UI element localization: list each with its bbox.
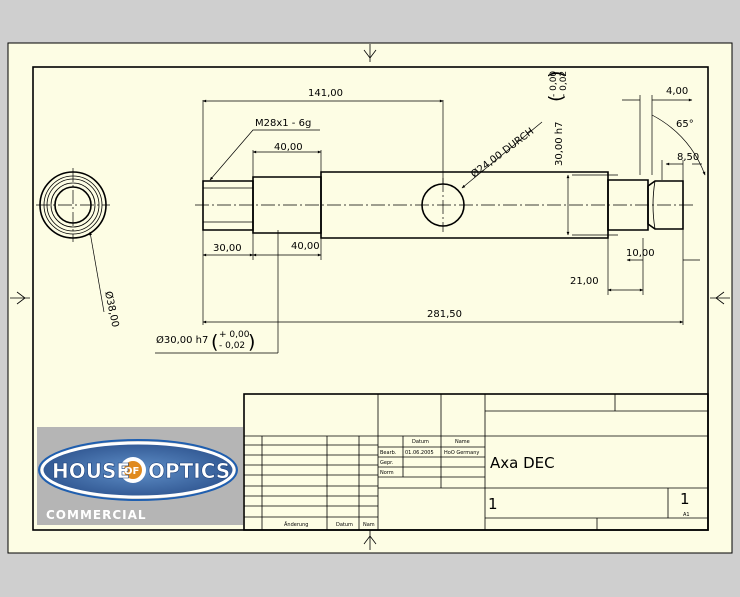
tb-footer-change: Änderung bbox=[284, 521, 308, 528]
dim-angle: 65° bbox=[676, 119, 694, 130]
dim-bottom-tol-upper: + 0,00 bbox=[219, 330, 250, 340]
logo-text-of: OF bbox=[124, 466, 139, 477]
logo-subtitle: COMMERCIAL bbox=[46, 508, 147, 522]
tb-drawing-number: 1 bbox=[488, 495, 498, 513]
dim-thread-length: 40,00 bbox=[274, 142, 303, 153]
logo-text-house: HOUSE bbox=[52, 459, 130, 483]
dim-shaft-tol-upper: - 0,00 bbox=[549, 71, 559, 97]
tb-bearb-name: HoO Germany bbox=[444, 450, 479, 456]
tb-bearb-date: 01.06.2005 bbox=[405, 450, 434, 456]
dim-left-30: 30,00 bbox=[213, 243, 242, 254]
dim-thread-spec: M28x1 - 6g bbox=[255, 118, 311, 129]
tb-col-name: Name bbox=[455, 439, 470, 445]
tb-sheet-small: A1 bbox=[683, 512, 690, 518]
dim-shaft-tol-lower: - 0,02 bbox=[559, 71, 569, 97]
tb-sheet: 1 bbox=[680, 490, 690, 508]
tb-col-datum: Datum bbox=[412, 439, 429, 445]
end-view bbox=[36, 168, 110, 313]
house-of-optics-logo: HOUSE OF OPTICS COMMERCIAL bbox=[37, 427, 243, 525]
tb-title: Axa DEC bbox=[490, 454, 555, 472]
dimension-lines bbox=[155, 100, 706, 354]
tb-row-bearb: Bearb. bbox=[380, 450, 397, 456]
tol-bracket-open-2: ( bbox=[211, 331, 218, 353]
dim-bottom-tol-lower: - 0,02 bbox=[219, 341, 245, 351]
title-block bbox=[243, 393, 709, 531]
tb-row-gepr: Gepr. bbox=[380, 460, 394, 466]
dim-step-40: 40,00 bbox=[291, 241, 320, 252]
tb-footer-name: Nam bbox=[363, 522, 375, 528]
tb-row-norm: Norm bbox=[380, 470, 394, 476]
dim-8-5: 8,50 bbox=[677, 152, 699, 163]
logo-text-optics: OPTICS bbox=[148, 459, 230, 483]
dim-shaft-diameter: 30,00 h7 bbox=[554, 121, 565, 166]
dim-bottom-diameter: Ø30,00 h7 bbox=[156, 334, 208, 346]
dim-4: 4,00 bbox=[666, 86, 688, 97]
tb-footer-date: Datum bbox=[336, 522, 353, 528]
dim-overall: 281,50 bbox=[427, 309, 462, 320]
tol-bracket-close-2: ) bbox=[248, 331, 255, 353]
dim-21: 21,00 bbox=[570, 276, 599, 287]
dim-10: 10,00 bbox=[626, 248, 655, 259]
tol-bracket-open: ( bbox=[545, 95, 567, 102]
centering-marks bbox=[10, 44, 730, 550]
tol-bracket-close: ) bbox=[545, 71, 567, 78]
dim-141: 141,00 bbox=[308, 88, 343, 99]
extension-lines bbox=[202, 95, 684, 353]
